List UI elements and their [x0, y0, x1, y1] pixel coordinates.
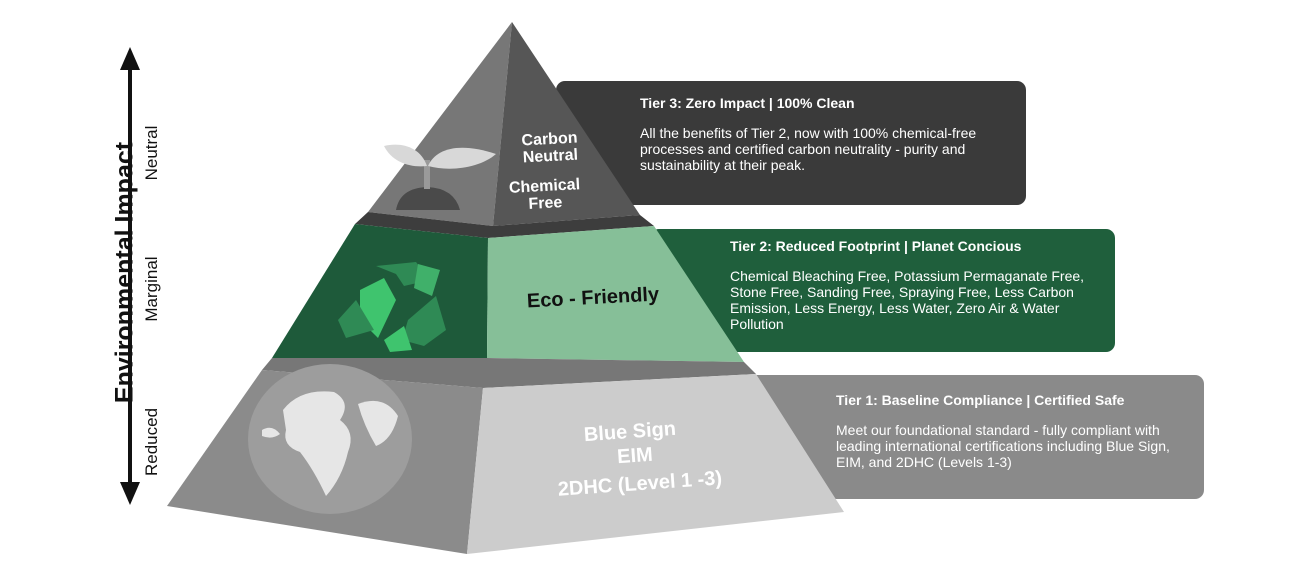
tier-3-body: All the benefits of Tier 2, now with 100…: [640, 125, 977, 173]
tier-2-body: Chemical Bleaching Free, Potassium Perma…: [730, 268, 1085, 332]
globe-icon: [248, 364, 412, 514]
tier-3-heading: Tier 3: Zero Impact | 100% Clean: [640, 95, 855, 111]
tier-1-body: Meet our foundational standard - fully c…: [836, 422, 1170, 470]
arrow-up-icon: [120, 47, 140, 70]
sprout-icon: [384, 144, 496, 210]
tier-3-box: Tier 3: Zero Impact | 100% Clean All the…: [556, 81, 1026, 205]
tier-2-heading: Tier 2: Reduced Footprint | Planet Conci…: [730, 238, 1022, 254]
tier-2-box: Tier 2: Reduced Footprint | Planet Conci…: [650, 229, 1115, 352]
recycle-icon: [338, 262, 446, 352]
top-tier-label-1: Carbon Neutral: [521, 129, 579, 167]
tier-1-box: Tier 1: Baseline Compliance | Certified …: [748, 375, 1204, 499]
arrow-down-icon: [120, 482, 140, 505]
top-tier-label-2: Chemical Free: [508, 176, 581, 213]
pyramid-top-tier: [368, 22, 640, 226]
tier-1-heading: Tier 1: Baseline Compliance | Certified …: [836, 392, 1125, 408]
